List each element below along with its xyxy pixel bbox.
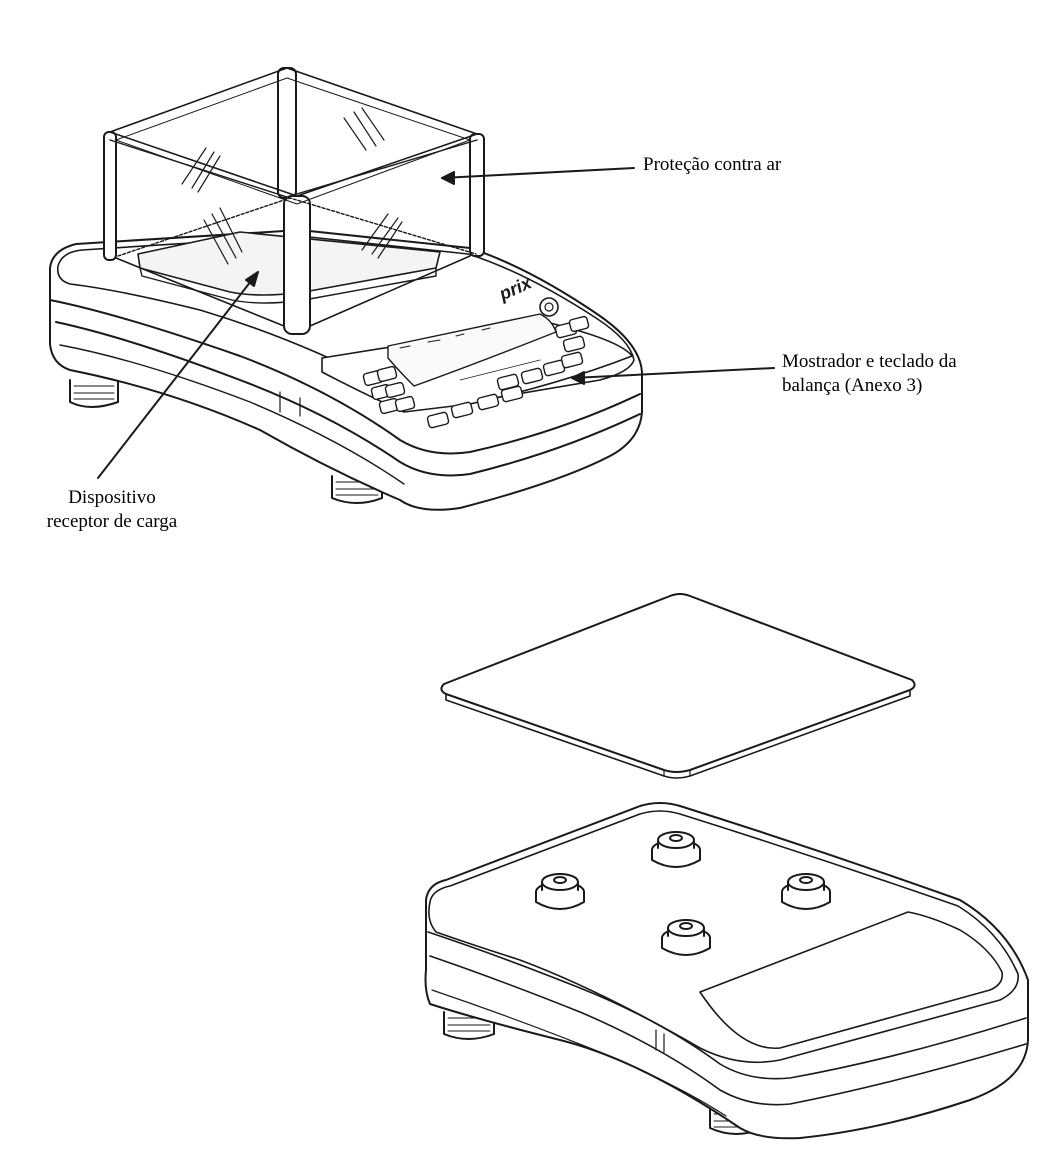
balance-with-draft-shield: prix (49, 67, 775, 511)
label-display-keypad: Mostrador e teclado da balança (Anexo 3) (782, 350, 957, 398)
label-display-keypad-line1: Mostrador e teclado da (782, 351, 957, 372)
label-display-keypad-line2: balança (Anexo 3) (782, 375, 923, 396)
balance-foot-left (69, 379, 119, 408)
pan-support-pin-left (535, 873, 585, 910)
label-load-receptor-line2: receptor de carga (46, 511, 178, 532)
draft-shield (103, 67, 485, 335)
label-load-receptor-line1: Dispositivo (68, 487, 156, 508)
power-button-icon (539, 297, 559, 317)
label-air-protection: Proteção contra ar (643, 154, 782, 175)
display-screen (387, 313, 557, 387)
separate-weighing-pan (440, 593, 916, 779)
keypad-buttons (362, 315, 590, 429)
pan-support-pin-right (781, 873, 831, 910)
pan-support-pin-back (651, 831, 701, 868)
leader-arrows (97, 167, 775, 479)
balance-base-without-pan (424, 802, 1029, 1140)
pan-support-pin-front (661, 919, 711, 956)
label-load-receptor: Dispositivo receptor de carga (12, 486, 212, 534)
